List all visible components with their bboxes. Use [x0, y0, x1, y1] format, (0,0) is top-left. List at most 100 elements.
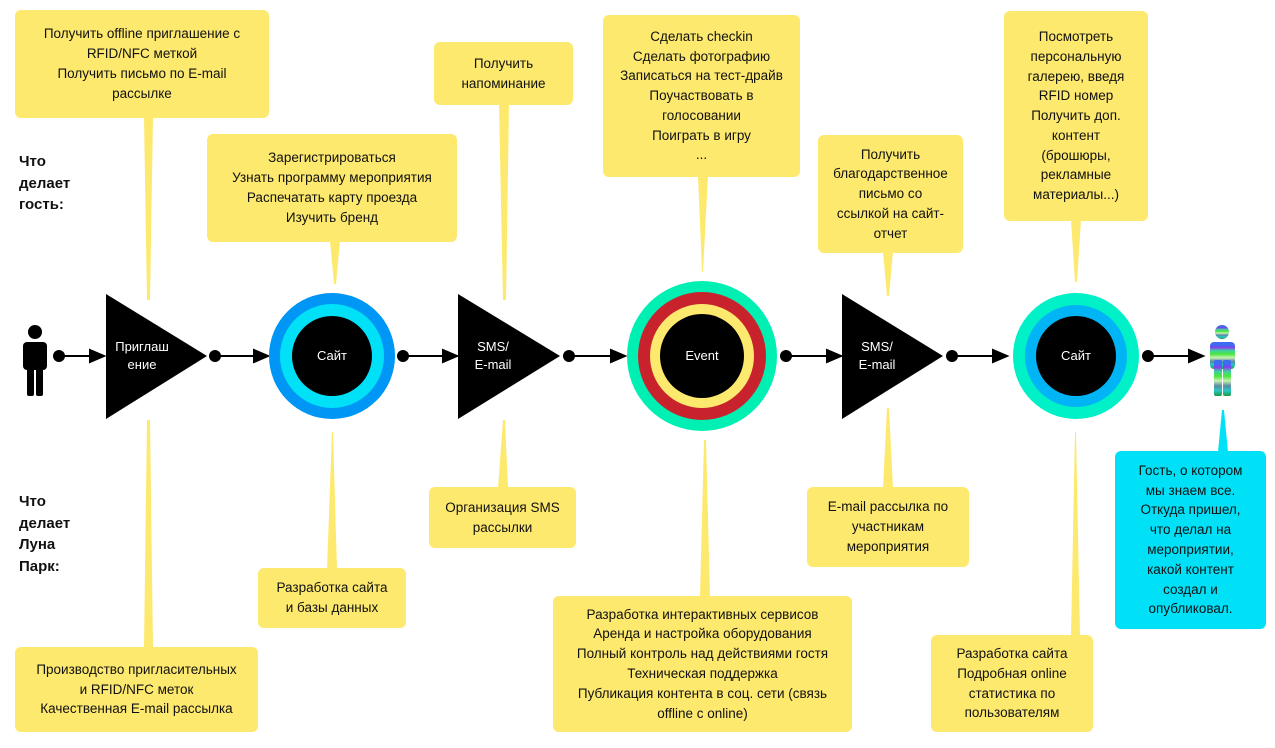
guest-callout-thanks-email: Получить благодарственное письмо со ссыл…	[818, 135, 963, 253]
connector-6	[946, 348, 1010, 364]
guest-callout-event: Сделать checkin Сделать фотографию Запис…	[603, 15, 800, 177]
callout-line: Аренда и настройка оборудования	[593, 626, 812, 642]
callout-line: Подробная online	[957, 665, 1067, 681]
callout-line: статистика по	[968, 685, 1056, 701]
callout-line: материалы...)	[1033, 187, 1119, 203]
callout-line: RFID/NFC меткой	[86, 46, 198, 62]
node-site2-label: Сайт	[1036, 347, 1116, 365]
callout-line: мероприятии,	[1147, 542, 1234, 557]
callout-line: Сделать фотографию	[632, 48, 771, 64]
callout-line: пользователям	[964, 705, 1060, 721]
node-site1-shape	[269, 293, 395, 419]
callout-line: Техническая поддержка	[627, 666, 778, 681]
callout-line: offline с online)	[657, 705, 748, 721]
callout-line: Получить	[473, 55, 534, 71]
label-line: Приглаш	[115, 339, 169, 354]
pointer-company-1	[144, 420, 153, 648]
company-callout-invitation: Производство пригласительных и RFID/NFC …	[15, 647, 258, 732]
callout-line: создал и	[1163, 581, 1218, 597]
guest-callout-invitation: Получить offline приглашение с RFID/NFC …	[15, 10, 269, 118]
pointer-guest-6	[1071, 220, 1081, 282]
guest-row-label: Что делает гость:	[19, 151, 70, 216]
callout-line: Распечатать карту проезда	[246, 190, 418, 205]
callout-line: Публикация контента в соц. сети (связь	[577, 685, 828, 701]
callout-line: Получить offline приглашение с	[43, 26, 241, 42]
connector-4	[563, 348, 628, 364]
callout-line: и RFID/NFC меток	[79, 681, 194, 697]
label-line: SMS/	[477, 339, 509, 354]
callout-line: участникам	[851, 519, 925, 535]
callout-line: письмо со	[858, 186, 923, 202]
callout-line: Поучаствовать в	[649, 88, 754, 104]
pointer-guest-4	[698, 176, 708, 272]
node-sms2-label: SMS/ E-mail	[842, 338, 912, 374]
pointer-guest-2	[330, 241, 340, 284]
callout-line: (брошюры,	[1041, 147, 1111, 163]
callout-line: ...	[695, 147, 708, 163]
node-sms1-shape	[458, 294, 560, 419]
node-sms2-shape	[842, 294, 943, 419]
callout-line: опубликовал.	[1148, 601, 1233, 617]
callout-line: ссылкой на сайт-	[836, 205, 945, 221]
guest-callout-sms: Получить напоминание	[434, 42, 573, 105]
pointer-guest-5	[883, 252, 893, 296]
callout-line: Записаться на тест-драйв	[620, 68, 783, 84]
label-line: Что	[19, 493, 46, 510]
callout-line: Полный контроль над действиями гостя	[576, 646, 829, 662]
pointer-guest-3	[499, 104, 509, 300]
pointer-guest-1	[144, 118, 153, 300]
callout-line: напоминание	[461, 75, 546, 91]
callout-line: рекламные	[1040, 167, 1112, 183]
guest-person-icon	[23, 325, 47, 396]
label-line: делает	[19, 514, 71, 532]
label-line: Сайт	[1061, 348, 1091, 363]
callout-line: какой контент	[1147, 561, 1234, 577]
connector-1	[53, 348, 107, 364]
company-callout-event: Разработка интерактивных сервисов Аренда…	[553, 596, 852, 732]
label-line: E-mail	[474, 357, 512, 372]
pointer-company-3	[498, 420, 508, 488]
company-callout-email: E-mail рассылка по участникам мероприяти…	[807, 487, 969, 567]
callout-line: благодарственное	[833, 166, 948, 182]
callout-line: и базы данных	[285, 600, 379, 615]
callout-line: рассылке	[112, 85, 172, 101]
callout-line: что делал на	[1149, 522, 1232, 538]
callout-line: отчет	[873, 225, 908, 241]
pointer-company-5	[883, 408, 893, 488]
pointer-company-4	[700, 440, 710, 596]
callout-line: рассылки	[472, 519, 533, 535]
node-invitation-shape	[106, 294, 207, 419]
label-line: делает	[19, 174, 71, 192]
callout-line: E-mail рассылка по	[827, 499, 949, 515]
label-line: Сайт	[317, 348, 347, 363]
connector-2	[209, 348, 271, 364]
label-line: гость:	[19, 196, 64, 213]
label-line: Луна	[19, 536, 56, 553]
callout-line: Производство пригласительных	[36, 661, 237, 677]
node-event-shape	[627, 281, 777, 431]
connector-7	[1142, 348, 1206, 364]
label-line: SMS/	[861, 339, 893, 354]
label-line: ение	[127, 357, 157, 372]
callout-line: Сделать checkin	[650, 28, 753, 44]
callout-line: Откуда пришел,	[1140, 502, 1241, 518]
connector-5	[780, 348, 844, 364]
pointer-result	[1218, 410, 1228, 452]
company-callout-site: Разработка сайта и базы данных	[258, 568, 406, 628]
callout-line: Зарегистрироваться	[268, 150, 396, 166]
node-event-label: Event	[662, 347, 742, 365]
guest-callout-gallery: Посмотреть персональную галерею, введя R…	[1004, 11, 1148, 221]
callout-line: контент	[1051, 127, 1101, 143]
callout-line: Гость, о котором	[1138, 462, 1243, 478]
company-row-label: Что делает Луна Парк:	[19, 491, 70, 577]
pointer-company-6	[1071, 432, 1080, 636]
node-sms1-label: SMS/ E-mail	[458, 338, 528, 374]
callout-line: Организация SMS	[445, 499, 560, 515]
result-callout: Гость, о котором мы знаем все. Откуда пр…	[1115, 451, 1266, 629]
callout-line: Изучить бренд	[285, 209, 379, 225]
node-invitation-label: Приглаш ение	[106, 338, 178, 374]
pointer-company-2	[327, 432, 337, 570]
guest-callout-site: Зарегистрироваться Узнать программу меро…	[207, 134, 457, 242]
callout-line: Посмотреть	[1038, 28, 1114, 44]
